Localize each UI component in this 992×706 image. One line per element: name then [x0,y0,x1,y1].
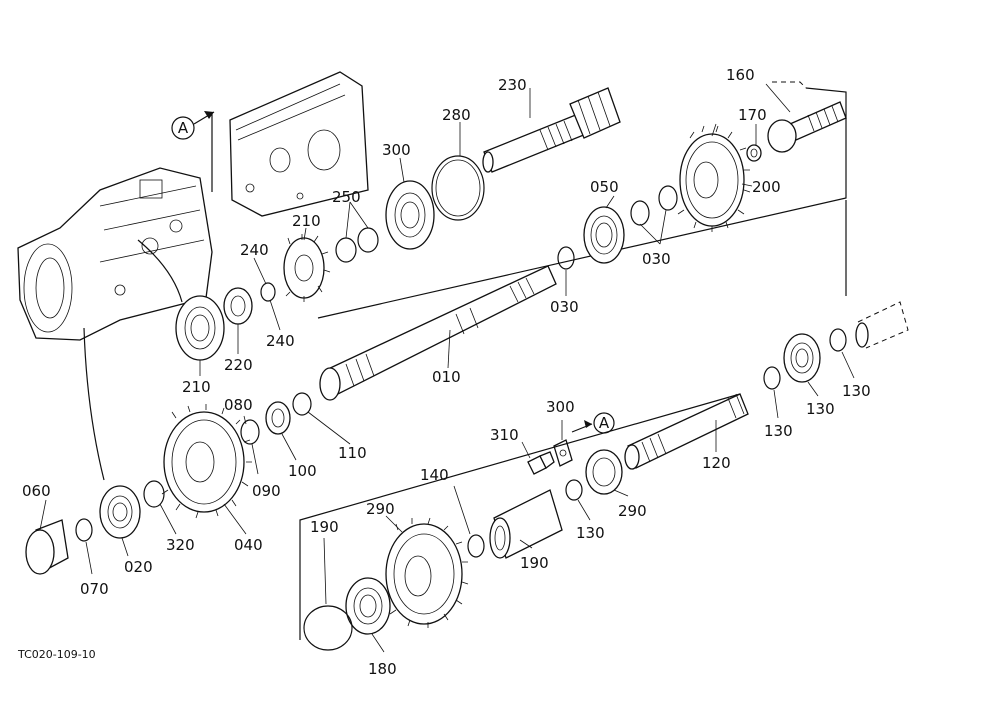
callout-230: 230 [498,76,527,94]
main-shaft-010 [319,265,557,401]
callout-100: 110 [338,444,367,462]
gear-040 [161,404,252,519]
plate-300 [553,439,573,467]
washers-250 [335,227,379,263]
callout-270: 290 [366,500,395,518]
washer-320 [143,480,165,508]
shaft-230 [482,87,621,173]
callout-240-a: 240 [240,241,269,259]
callout-080-a: 080 [224,396,253,414]
callout-260: 280 [442,106,471,124]
callout-290: 290 [618,502,647,520]
section-marker-label-2: A [599,414,610,432]
callout-070: 070 [80,580,109,598]
callout-140: 160 [726,66,755,84]
callout-130-d: 140 [420,466,449,484]
snap-ring-100 [292,392,312,416]
leader-lines [39,83,855,653]
snap-ring-130-c [565,479,583,501]
bearing-290 [585,449,623,495]
bearing-050 [583,206,625,264]
callout-240-b: 240 [266,332,295,350]
snap-ring-170 [303,605,353,651]
sleeve-190 [489,489,563,559]
bearing-020 [99,485,141,539]
callout-200: 210 [292,212,321,230]
bolt-310 [527,451,555,475]
callout-160: 180 [368,660,397,678]
callout-060: 060 [22,482,51,500]
callout-310: 310 [490,426,519,444]
callout-150: 170 [738,106,767,124]
gear-270 [385,517,469,628]
bearing-210 [175,295,225,361]
leader-line-housing [83,327,105,481]
snap-ring-240 [260,282,276,302]
snap-ring-030-c [557,246,575,270]
leader-line-housing-2 [137,239,183,303]
callout-170: 190 [310,518,339,536]
callout-180: 200 [752,178,781,196]
callout-190: 190 [520,554,549,572]
callout-110: 120 [702,454,731,472]
callout-labels: 160 170 200 030 050 030 230 280 300 250 … [17,66,871,678]
callout-130-b: 130 [842,382,871,400]
bearing-280 [385,180,435,250]
callout-010: 010 [432,368,461,386]
callout-120: 130 [806,400,835,418]
snap-ring-070 [75,518,93,542]
shaft-110 [624,393,749,470]
callout-050: 050 [590,178,619,196]
rear-housing [17,167,213,341]
bearing-160 [345,577,391,635]
callout-130-c: 130 [576,524,605,542]
snap-ring-130-d [467,534,485,558]
coupling-end [855,301,909,349]
callout-080-b: 090 [252,482,281,500]
section-marker-label: A [178,119,189,137]
washer-080 [240,419,260,445]
gear-200 [283,234,331,302]
snap-ring-130-a [763,366,781,390]
callout-030-a: 030 [550,298,579,316]
callout-020: 020 [124,558,153,576]
callout-250: 250 [332,188,361,206]
shaft-140 [317,81,847,319]
section-marker-top: A [171,111,215,192]
section-marker-mid: A [571,412,615,434]
collar-220 [223,287,253,325]
gear-180 [677,125,751,232]
callout-210: 210 [182,378,211,396]
callout-040: 040 [234,536,263,554]
callout-320: 320 [166,536,195,554]
snap-ring-260 [431,155,485,221]
callout-130-a: 130 [764,422,793,440]
bearing-120 [783,333,821,383]
snap-ring-130-b [829,328,847,352]
snap-ring-030-b [630,200,650,226]
cap-060 [25,519,69,575]
callout-280: 300 [382,141,411,159]
drawing-code: TC020-109-10 [17,648,96,661]
callout-090: 100 [288,462,317,480]
collar-090 [265,401,291,435]
callout-220: 220 [224,356,253,374]
bushing-150 [746,144,762,162]
transmission-case [229,71,369,217]
snap-ring-030-a [658,185,678,211]
callout-030-b: 030 [642,250,671,268]
callout-300: 300 [546,398,575,416]
bracket-lower [299,393,741,640]
